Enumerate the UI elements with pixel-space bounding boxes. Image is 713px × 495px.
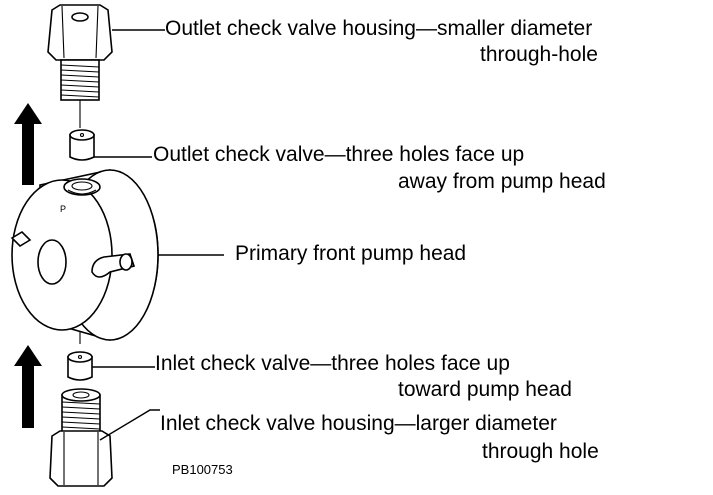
outlet-housing-label-line1: Outlet check valve housing—smaller diame…: [165, 17, 593, 40]
inlet-housing-label-line2: through hole: [482, 440, 599, 463]
outlet-valve-label-line2: away from pump head: [398, 170, 606, 193]
inlet-check-valve-housing: [49, 388, 113, 487]
primary-front-pump-head: P: [10, 169, 159, 341]
inlet-valve-label-line2: toward pump head: [398, 378, 572, 401]
pump-head-label: Primary front pump head: [235, 242, 467, 265]
inlet-valve-label-line1: Inlet check valve—three holes face up: [155, 352, 510, 375]
outlet-housing-label-line2: through-hole: [480, 43, 598, 66]
outlet-check-valve-housing: [47, 4, 113, 101]
inlet-housing-leader: [99, 409, 160, 441]
figure-id: PB100753: [172, 462, 233, 477]
outlet-valve-label-line1: Outlet check valve—three holes face up: [153, 143, 525, 166]
inlet-check-valve: [67, 351, 93, 381]
outlet-check-valve: [69, 129, 95, 161]
up-arrow-icon: [14, 103, 42, 185]
svg-text:P: P: [60, 204, 66, 214]
inlet-housing-label-line1: Inlet check valve housing—larger diamete…: [160, 412, 557, 435]
up-arrow-icon: [14, 345, 42, 428]
